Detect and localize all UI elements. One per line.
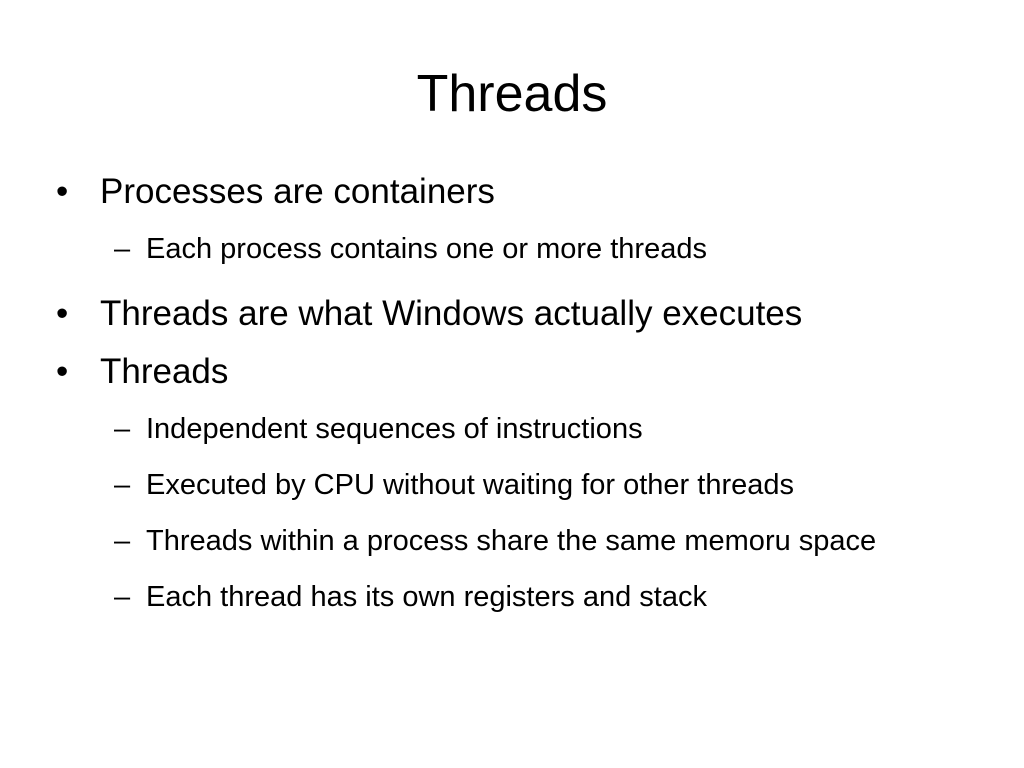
- sub-item-text: Each thread has its own registers and st…: [146, 581, 707, 613]
- dash-icon: –: [114, 525, 131, 557]
- bullet-text: Threads: [100, 352, 229, 391]
- sub-item: – Independent sequences of instructions: [100, 406, 926, 452]
- bullet-icon: •: [56, 294, 69, 333]
- bullet-icon: •: [56, 172, 69, 211]
- sub-list: – Each process contains one or more thre…: [100, 226, 976, 272]
- sub-item: – Each process contains one or more thre…: [100, 226, 926, 272]
- bullet-text: Threads are what Windows actually execut…: [100, 294, 803, 333]
- dash-icon: –: [114, 469, 131, 501]
- sub-item: – Threads within a process share the sam…: [100, 518, 926, 564]
- dash-icon: –: [114, 413, 131, 445]
- sub-list: – Independent sequences of instructions …: [100, 406, 976, 620]
- bullet-item-processes: • Processes are containers – Each proces…: [56, 170, 976, 272]
- bullet-icon: •: [56, 352, 69, 391]
- sub-item-text: Threads within a process share the same …: [146, 525, 877, 557]
- bullet-list: • Processes are containers – Each proces…: [56, 170, 976, 640]
- bullet-item-threads-executes: • Threads are what Windows actually exec…: [56, 292, 976, 336]
- sub-item: – Each thread has its own registers and …: [100, 574, 926, 620]
- dash-icon: –: [114, 581, 131, 613]
- sub-item-text: Independent sequences of instructions: [146, 413, 643, 445]
- sub-item-text: Each process contains one or more thread…: [146, 233, 707, 265]
- sub-item: – Executed by CPU without waiting for ot…: [100, 462, 926, 508]
- sub-item-text: Executed by CPU without waiting for othe…: [146, 469, 794, 501]
- dash-icon: –: [114, 233, 131, 265]
- bullet-item-threads: • Threads – Independent sequences of ins…: [56, 350, 976, 620]
- bullet-text: Processes are containers: [100, 172, 495, 211]
- slide-title: Threads: [416, 65, 608, 123]
